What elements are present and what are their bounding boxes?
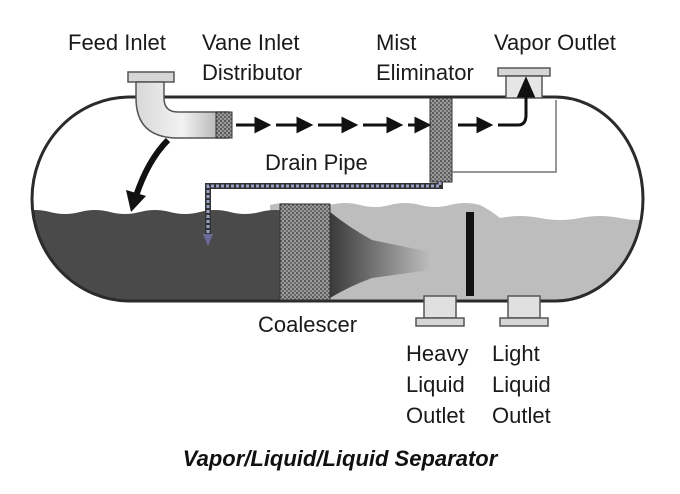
label-mist-eliminator: Mist Eliminator (376, 28, 474, 88)
label-light-line-1: Light (492, 341, 540, 366)
label-heavy-line-3: Outlet (406, 403, 465, 428)
weir-plate (466, 212, 474, 296)
heavy-liquid (32, 210, 290, 301)
label-light-line-2: Liquid (492, 372, 551, 397)
drain-pipe (203, 182, 443, 246)
light-liquid-outlet-nozzle (499, 295, 549, 327)
light-liquid (270, 203, 643, 301)
vapor-flow-arrows (236, 76, 536, 134)
coalescer (279, 203, 331, 301)
label-light-line-3: Outlet (492, 403, 551, 428)
mist-eliminator (429, 97, 453, 183)
vessel-outline (30, 95, 645, 303)
label-drain-pipe: Drain Pipe (265, 150, 368, 175)
label-mist-line-2: Eliminator (376, 60, 474, 85)
label-vane-line-2: Distributor (202, 60, 303, 85)
coalescer-outflow (330, 212, 430, 298)
label-feed-inlet: Feed Inlet (68, 30, 166, 55)
heavy-liquid-outlet-nozzle (415, 295, 465, 327)
label-coalescer: Coalescer (258, 312, 358, 337)
vane-inlet-distributor (215, 111, 233, 139)
label-vane-inlet-distributor: Vane Inlet Distributor (202, 28, 302, 88)
label-vane-line-1: Vane Inlet (202, 30, 300, 55)
label-heavy-line-2: Liquid (406, 372, 465, 397)
liquid-dropout-arrow (126, 137, 171, 212)
diagram-caption: Vapor/Liquid/Liquid Separator (182, 446, 498, 471)
label-mist-line-1: Mist (376, 30, 417, 55)
label-light-liquid-outlet: Light Liquid Outlet (492, 338, 551, 431)
label-heavy-liquid-outlet: Heavy Liquid Outlet (406, 338, 468, 431)
vapor-bypass-line (452, 100, 557, 173)
label-heavy-line-1: Heavy (406, 341, 469, 366)
label-vapor-outlet: Vapor Outlet (494, 30, 616, 55)
